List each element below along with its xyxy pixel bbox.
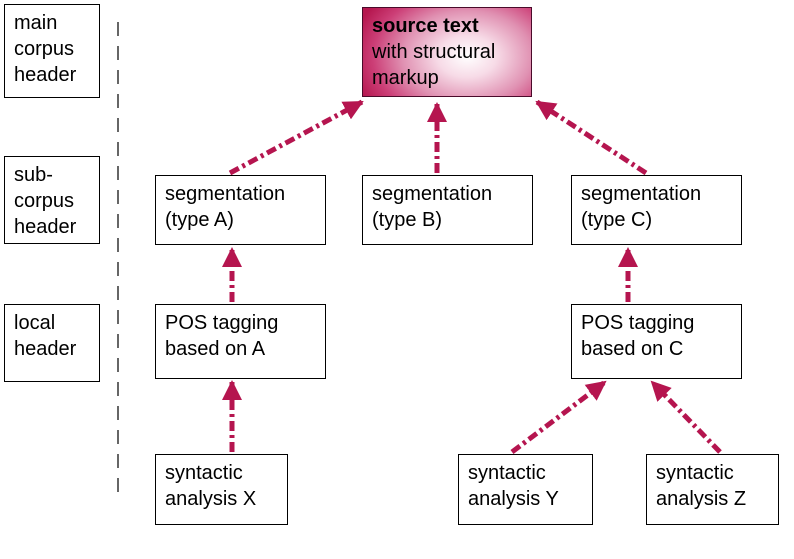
pos-tagging-c-node: POS tagging based on C — [571, 304, 742, 379]
syntactic-analysis-x-node: syntactic analysis X — [155, 454, 288, 525]
syntactic-analysis-y-node: syntactic analysis Y — [458, 454, 593, 525]
pos-tagging-a-node: POS tagging based on A — [155, 304, 326, 379]
segmentation-type-b-node: segmentation (type B) — [362, 175, 533, 245]
arrow-syn-y-to-pos-c — [510, 380, 607, 454]
local-header-label: local header — [4, 304, 100, 382]
arrow-seg-c-to-source — [535, 99, 648, 176]
arrow-seg-a-to-source — [228, 99, 364, 176]
segmentation-type-c-node: segmentation (type C) — [571, 175, 742, 245]
sub-corpus-header-label: sub- corpus header — [4, 156, 100, 244]
syntactic-analysis-z-node: syntactic analysis Z — [646, 454, 779, 525]
main-corpus-header-label: main corpus header — [4, 4, 100, 98]
source-text-node: source text with structural markup — [362, 7, 532, 97]
segmentation-type-a-node: segmentation (type A) — [155, 175, 326, 245]
arrow-syn-z-to-pos-c — [650, 380, 722, 454]
